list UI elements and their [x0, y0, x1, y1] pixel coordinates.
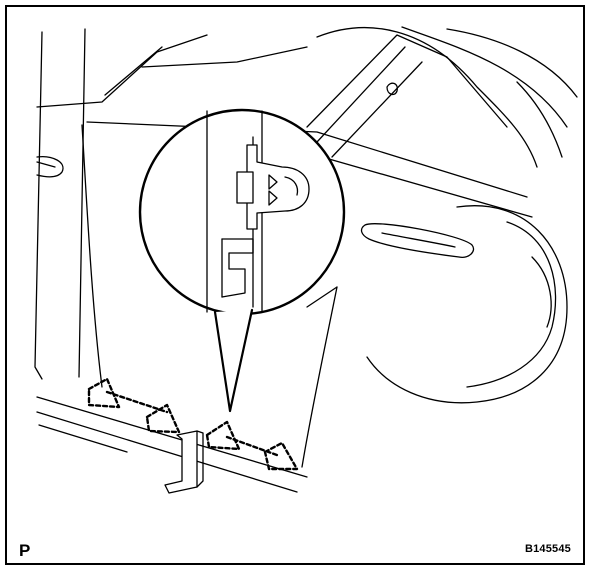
trim-panel-retainer-icon: [164, 430, 204, 494]
figure-frame: P B145545: [5, 5, 585, 565]
clip-detail-callout-icon: [138, 108, 346, 413]
corner-letter: P: [19, 541, 31, 560]
clip-triangle-marker-icon: [87, 377, 299, 471]
figure-code: B145545: [524, 543, 571, 555]
vehicle-door-outline-icon: [34, 26, 578, 493]
door-clip-illustration: [34, 26, 578, 494]
